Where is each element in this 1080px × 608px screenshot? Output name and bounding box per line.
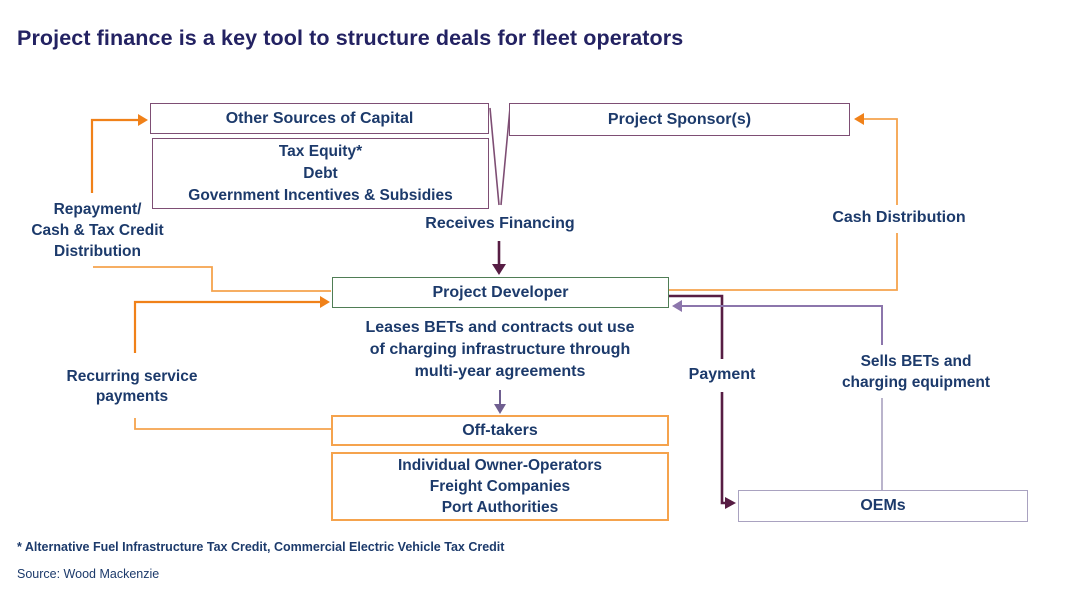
off-taker-types-box: Individual Owner-Operators Freight Compa… — [331, 452, 669, 521]
payment-label: Payment — [688, 366, 756, 383]
sells-line-1: Sells BETs and — [860, 353, 972, 370]
page-title: Project finance is a key tool to structu… — [17, 26, 684, 50]
repayment-line-2: Cash & Tax Credit — [31, 222, 164, 239]
project-sponsors-label: Project Sponsor(s) — [607, 110, 752, 128]
oems-label: OEMs — [860, 497, 906, 514]
capital-type-government-incentives: Government Incentives & Subsidies — [188, 186, 453, 204]
cash-distribution-label: Cash Distribution — [832, 209, 966, 226]
receives-financing-arrow — [492, 241, 506, 275]
off-takers-label: Off-takers — [462, 421, 538, 439]
repayment-line-1: Repayment/ — [53, 201, 142, 218]
capital-types-box: Tax Equity* Debt Government Incentives &… — [152, 138, 489, 209]
recurring-payments-label: Recurring service payments — [42, 367, 222, 407]
leases-description-label: Leases BETs and contracts out use of cha… — [330, 317, 670, 383]
off-taker-port-authorities: Port Authorities — [441, 499, 559, 516]
recurring-line-2: payments — [95, 388, 169, 405]
recurring-payments-connector — [133, 296, 331, 430]
repayment-label: Repayment/ Cash & Tax Credit Distributio… — [10, 199, 185, 262]
other-sources-of-capital-box: Other Sources of Capital — [150, 103, 489, 134]
repayment-connector — [90, 114, 331, 292]
footnote: * Alternative Fuel Infrastructure Tax Cr… — [17, 540, 505, 554]
sells-bets-connector — [672, 300, 883, 490]
capital-type-debt: Debt — [303, 164, 338, 182]
sells-bets-label: Sells BETs and charging equipment — [815, 351, 1017, 393]
receives-financing-label: Receives Financing — [425, 215, 575, 232]
funnel-v-connector — [489, 107, 511, 206]
leases-line-2: of charging infrastructure through — [369, 341, 631, 358]
sells-line-2: charging equipment — [841, 374, 991, 391]
source-credit: Source: Wood Mackenzie — [17, 567, 160, 581]
project-developer-label: Project Developer — [432, 283, 569, 301]
oems-box: OEMs — [738, 490, 1028, 522]
leases-line-3: multi-year agreements — [414, 363, 586, 380]
cash-distribution-connector — [668, 113, 898, 291]
payment-connector — [668, 294, 736, 509]
leases-line-1: Leases BETs and contracts out use — [365, 319, 635, 336]
project-sponsors-box: Project Sponsor(s) — [509, 103, 850, 136]
off-taker-freight-companies: Freight Companies — [429, 478, 571, 495]
project-developer-box: Project Developer — [332, 277, 669, 308]
off-taker-owner-operators: Individual Owner-Operators — [397, 457, 603, 474]
leases-down-arrow — [494, 390, 506, 414]
repayment-line-3: Distribution — [54, 243, 141, 260]
recurring-line-1: Recurring service — [66, 368, 198, 385]
off-takers-box: Off-takers — [331, 415, 669, 446]
other-sources-label: Other Sources of Capital — [225, 109, 414, 127]
capital-type-tax-equity: Tax Equity* — [278, 142, 363, 160]
